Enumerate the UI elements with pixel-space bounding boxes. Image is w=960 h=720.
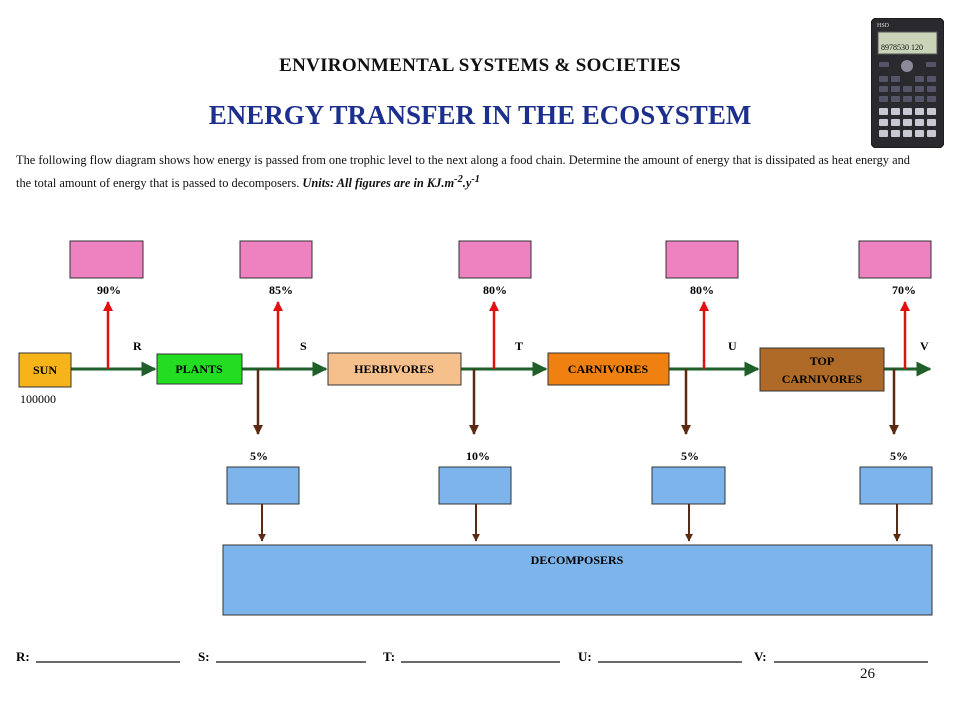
units-exp-2: -1 — [471, 174, 480, 185]
heat-percent-4: 80% — [690, 283, 714, 297]
calculator-display: 8978530 120 — [881, 43, 923, 52]
instructions-text: The following flow diagram shows how ene… — [16, 150, 916, 193]
heat-loss-group: 90% 85% 80% 80% 70% — [69, 240, 932, 369]
answer-label-t: T: — [383, 649, 395, 664]
top-carnivores-label-line2: CARNIVORES — [782, 372, 863, 386]
answer-label-v: V: — [754, 649, 767, 664]
sun-label: SUN — [33, 363, 57, 377]
sun-box — [18, 352, 72, 388]
page-title: ENERGY TRANSFER IN THE ECOSYSTEM — [208, 100, 752, 130]
decomposer-answer-box-1[interactable] — [226, 466, 300, 505]
decomposers-box[interactable] — [222, 544, 933, 616]
answer-label-r: R: — [16, 649, 30, 664]
answer-label-u: U: — [578, 649, 592, 664]
calculator-image: HSD 8978530 120 — [871, 18, 944, 148]
heat-answer-box-3[interactable] — [458, 240, 532, 279]
units-prefix: Units: All figures are in KJ.m — [302, 176, 455, 191]
decomposer-answer-box-3[interactable] — [651, 466, 726, 505]
calculator-screen — [877, 31, 938, 55]
units-exp-1: -2 — [454, 174, 463, 185]
decomposer-branch-group: 5% 10% 5% 5% DECOMPOSERS — [222, 369, 933, 616]
sun-energy-value: 100000 — [20, 392, 56, 406]
instructions-body: The following flow diagram shows how ene… — [16, 153, 910, 191]
decomposer-percent-3: 5% — [681, 449, 699, 463]
transfer-label-r: R — [133, 339, 142, 353]
plants-box — [156, 353, 243, 385]
page-number: 26 — [860, 666, 875, 682]
calculator-brand: HSD — [877, 23, 890, 29]
decomposer-answer-box-2[interactable] — [438, 466, 512, 505]
heat-percent-2: 85% — [269, 283, 293, 297]
heat-percent-5: 70% — [892, 283, 916, 297]
answer-lines: R: S: T: U: V: — [16, 649, 928, 664]
decomposer-percent-1: 5% — [250, 449, 268, 463]
decomposers-label: DECOMPOSERS — [531, 553, 624, 567]
herbivores-box — [327, 352, 462, 386]
top-carnivores-box — [759, 347, 885, 392]
heat-answer-box-4[interactable] — [665, 240, 739, 279]
heat-answer-box-2[interactable] — [239, 240, 313, 279]
plants-label: PLANTS — [175, 362, 223, 376]
answer-label-s: S: — [198, 649, 210, 664]
decomposer-answer-box-4[interactable] — [859, 466, 933, 505]
heat-answer-box-1[interactable] — [69, 240, 144, 279]
herbivores-label: HERBIVORES — [354, 362, 434, 376]
transfer-label-t: T — [515, 339, 523, 353]
decomposer-percent-2: 10% — [466, 449, 490, 463]
calculator-keys — [879, 60, 936, 137]
top-carnivores-label-line1: TOP — [810, 354, 834, 368]
transfer-label-u: U — [728, 339, 737, 353]
decomposer-percent-4: 5% — [890, 449, 908, 463]
carnivores-label: CARNIVORES — [568, 362, 649, 376]
transfer-label-v: V — [920, 339, 929, 353]
heat-percent-1: 90% — [97, 283, 121, 297]
transfer-label-s: S — [300, 339, 307, 353]
heat-percent-3: 80% — [483, 283, 507, 297]
units-mid: .y — [462, 176, 472, 191]
heat-answer-box-5[interactable] — [858, 240, 932, 279]
subject-heading: ENVIRONMENTAL SYSTEMS & SOCIETIES — [279, 55, 681, 76]
carnivores-box — [547, 352, 670, 386]
